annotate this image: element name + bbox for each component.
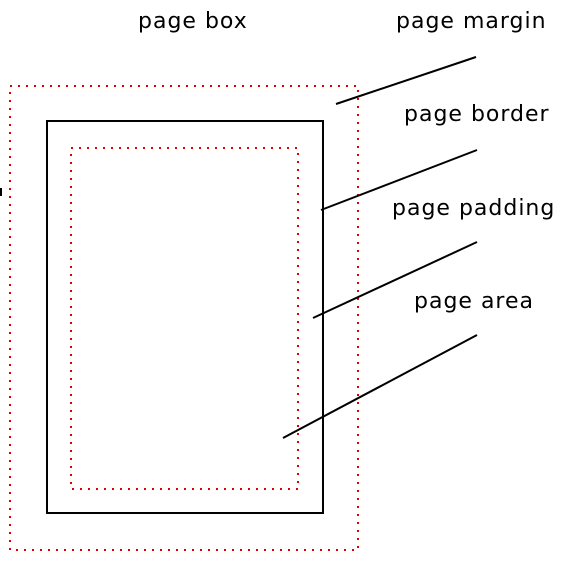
page-area-leader [282, 334, 478, 439]
page-area-label: page area [414, 289, 534, 314]
page-padding-outline [70, 147, 299, 490]
page-padding-leader [312, 241, 478, 319]
page-border-outline [46, 120, 324, 514]
page-border-leader [320, 149, 478, 211]
page-padding-label: page padding [392, 196, 556, 221]
page-box-label: page box [138, 9, 248, 34]
page-border-label: page border [404, 102, 550, 127]
page-margin-leader [335, 56, 477, 105]
page-box-outline [9, 85, 359, 551]
page-margin-label: page margin [396, 9, 547, 34]
